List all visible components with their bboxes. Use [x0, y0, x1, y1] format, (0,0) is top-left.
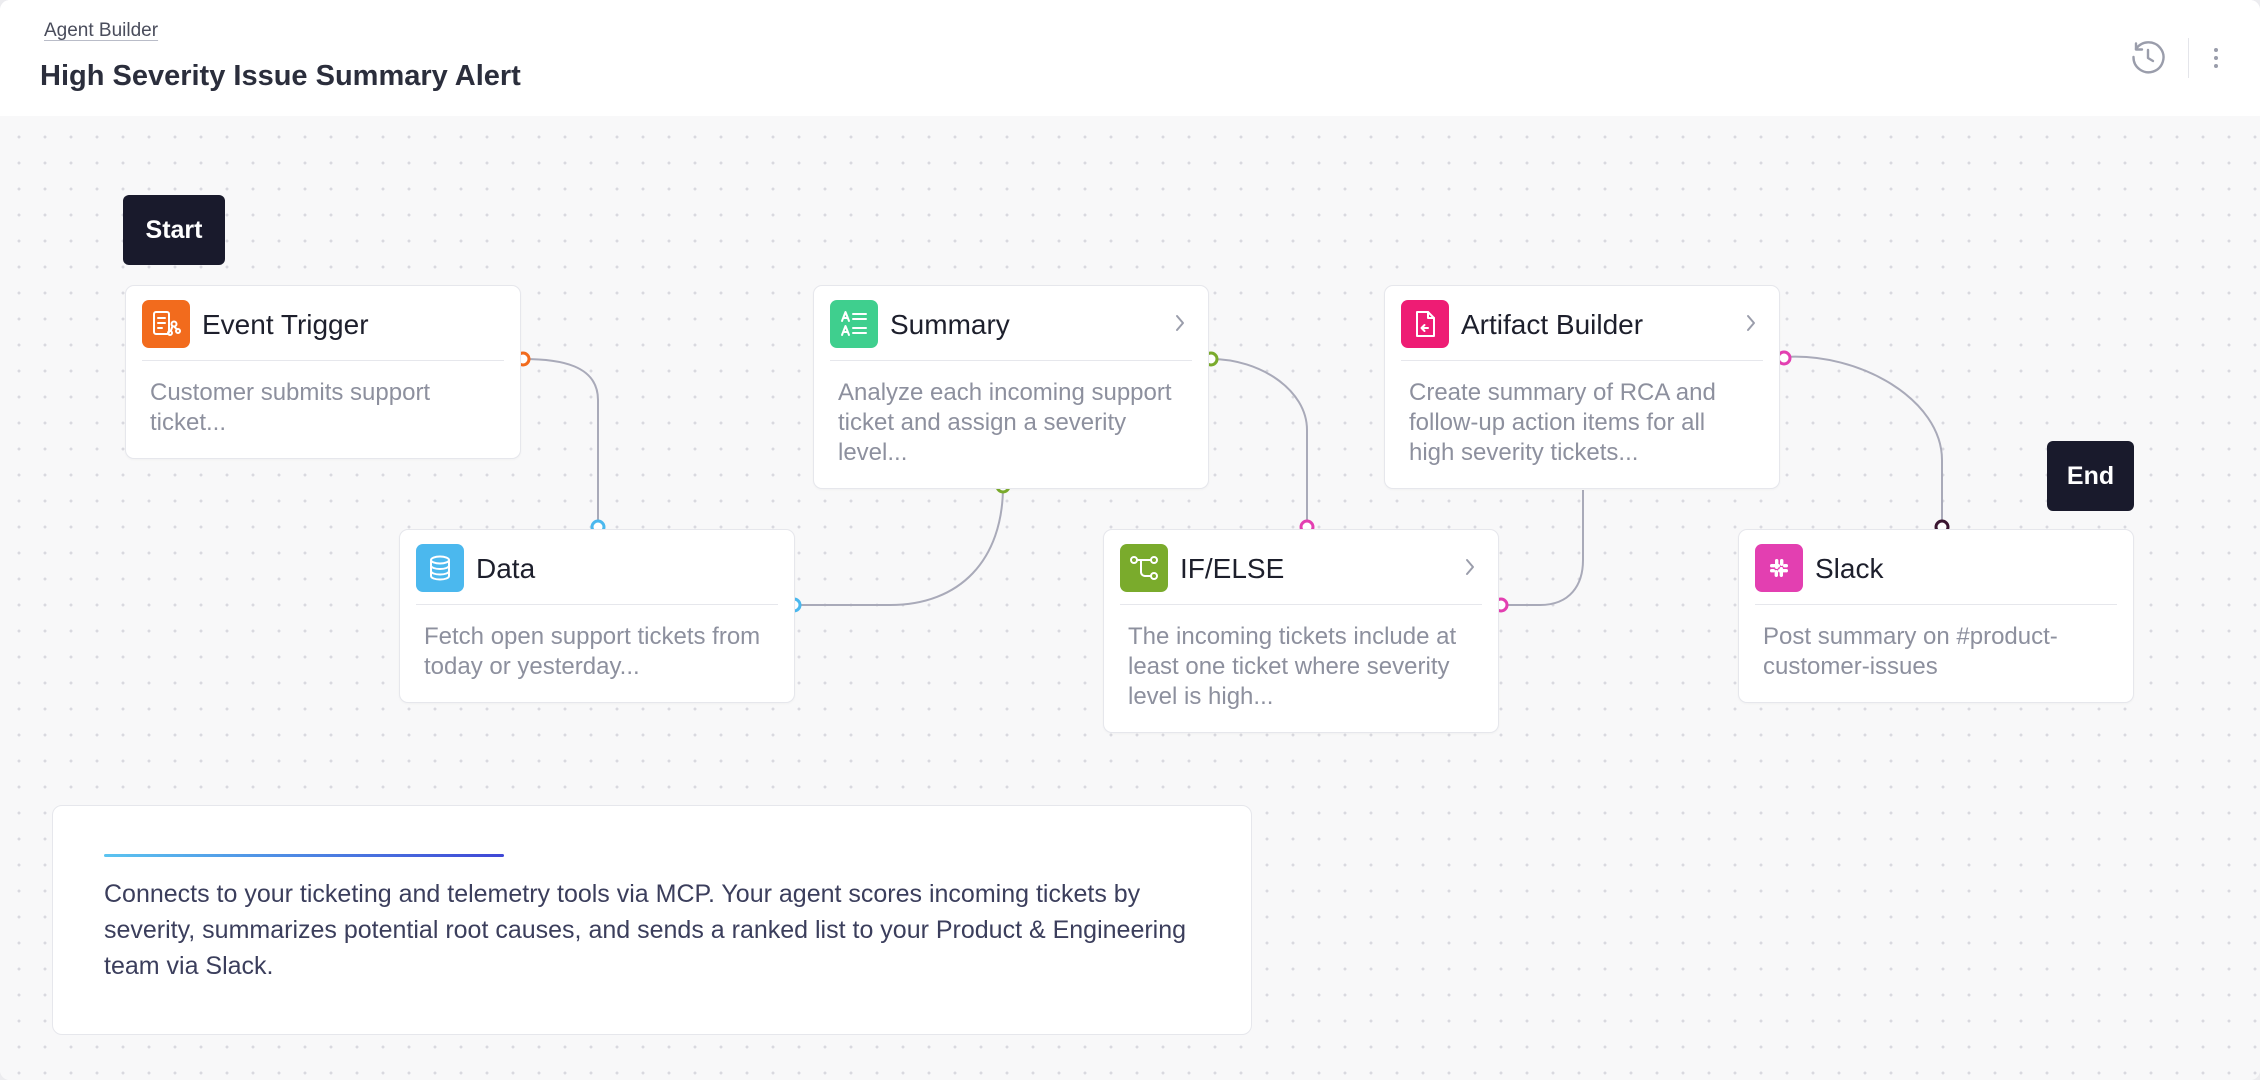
chevron-right-icon[interactable] — [1745, 313, 1757, 333]
end-node[interactable]: End — [2047, 441, 2134, 511]
node-description: Create summary of RCA and follow-up acti… — [1409, 379, 1716, 466]
node-title: Artifact Builder — [1461, 309, 1644, 340]
node-title: Event Trigger — [202, 309, 369, 340]
node-description: Analyze each incoming support ticket and… — [838, 379, 1172, 466]
page-title: High Severity Issue Summary Alert — [40, 60, 521, 92]
slack-icon — [1755, 544, 1803, 592]
node-description: Post summary on #product-customer-issues — [1763, 623, 2058, 680]
agent-description-card: Connects to your ticketing and telemetry… — [52, 805, 1252, 1035]
node-data[interactable]: Data Fetch open support tickets from tod… — [399, 529, 795, 703]
artifact-file-icon — [1401, 300, 1449, 348]
node-title: Data — [476, 553, 536, 584]
gradient-accent-line — [104, 854, 504, 857]
database-icon — [416, 544, 464, 592]
breadcrumb-agent-builder[interactable]: Agent Builder — [44, 20, 159, 41]
node-artifact-builder[interactable]: Artifact Builder Create summary of RCA a… — [1384, 285, 1780, 489]
event-trigger-icon — [142, 300, 190, 348]
start-node[interactable]: Start — [123, 195, 225, 265]
node-title: Slack — [1815, 553, 1884, 584]
summary-text-icon — [830, 300, 878, 348]
node-event-trigger[interactable]: Event Trigger Customer submits support t… — [125, 285, 521, 459]
history-icon[interactable] — [2130, 40, 2166, 76]
node-divider — [1401, 360, 1763, 361]
node-divider — [1120, 604, 1482, 605]
node-description: Fetch open support tickets from today or… — [424, 623, 761, 680]
chevron-right-icon[interactable] — [1174, 313, 1186, 333]
node-title: IF/ELSE — [1180, 553, 1285, 584]
node-title: Summary — [890, 309, 1010, 340]
node-if-else[interactable]: IF/ELSE The incoming tickets include at … — [1103, 529, 1499, 733]
node-slack[interactable]: Slack Post summary on #product-customer-… — [1738, 529, 2134, 703]
chevron-right-icon[interactable] — [1464, 557, 1476, 577]
node-divider — [1755, 604, 2117, 605]
more-vertical-icon[interactable] — [2210, 42, 2222, 74]
node-description: The incoming tickets include at least on… — [1128, 623, 1457, 710]
node-description: Customer submits support ticket... — [150, 379, 431, 436]
header-divider — [2188, 38, 2189, 78]
node-divider — [830, 360, 1192, 361]
node-summary[interactable]: Summary Analyze each incoming support ti… — [813, 285, 1209, 489]
agent-description-text: Connects to your ticketing and telemetry… — [104, 880, 1187, 980]
page-header: Agent Builder High Severity Issue Summar… — [0, 0, 2260, 116]
node-divider — [142, 360, 504, 361]
branch-icon — [1120, 544, 1168, 592]
node-divider — [416, 604, 778, 605]
